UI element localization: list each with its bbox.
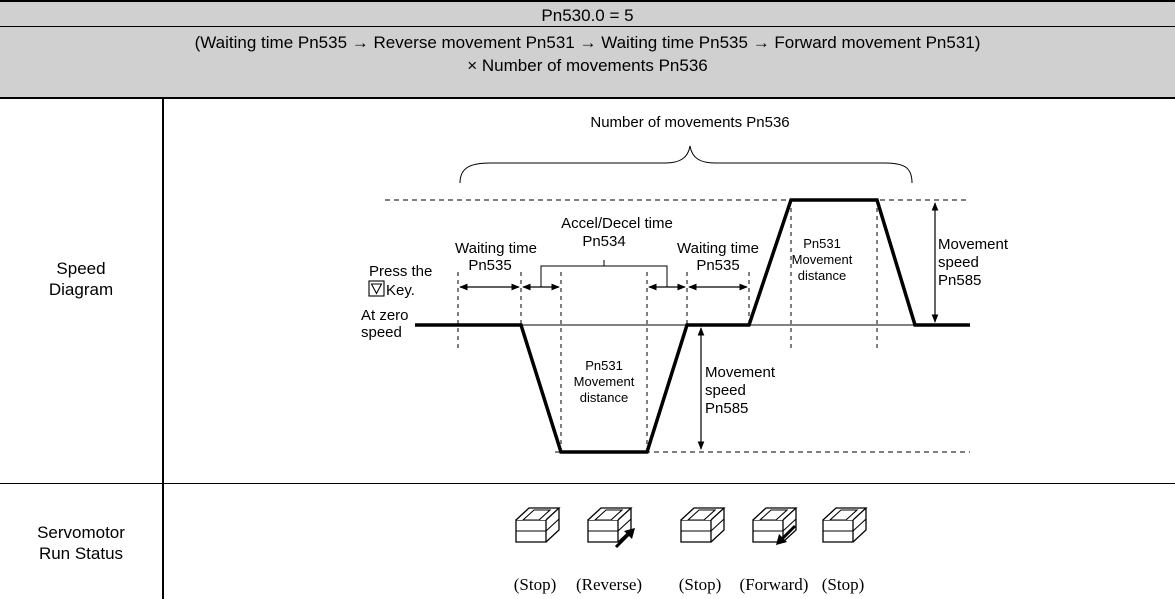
- number-of-movements-label: Number of movements Pn536: [590, 114, 789, 131]
- forward-arrow-icon: [776, 524, 797, 545]
- reverse-arrow-icon: [614, 528, 635, 549]
- speed-mid-label-line1: Movement: [705, 364, 776, 381]
- movements-brace: [459, 145, 913, 184]
- speed-mid-label-line3: Pn585: [705, 400, 748, 417]
- move-rev-label-line3: distance: [580, 390, 628, 405]
- down-triangle-key-icon: [368, 280, 385, 297]
- speed-mid-label-line2: speed: [705, 382, 746, 399]
- motor-icon: [752, 507, 797, 543]
- accel-bracket: [540, 265, 668, 287]
- run-status-label-0: (Stop): [514, 575, 557, 594]
- motor-icon: [680, 507, 725, 543]
- column-divider: [162, 99, 164, 599]
- run-status-label-4: (Stop): [822, 575, 865, 594]
- press-label-line1: Press the: [369, 263, 432, 280]
- move-rev-label-line1: Pn531: [585, 358, 623, 373]
- speed-right-label-line2: speed: [938, 254, 979, 271]
- speed-diagram-label: Speed Diagram: [0, 258, 162, 300]
- wait-left-label-line1: Waiting time: [455, 240, 537, 257]
- run-status-label-2: (Stop): [679, 575, 722, 594]
- run-status-label-1: (Reverse): [576, 575, 642, 594]
- wait-right-label-line1: Waiting time: [677, 240, 759, 257]
- run-status-label-3: (Forward): [740, 575, 809, 594]
- accel-label-line2: Pn534: [582, 233, 625, 250]
- move-fwd-label-line3: distance: [798, 268, 846, 283]
- speed-profile-line: [415, 198, 970, 454]
- move-fwd-label-line2: Movement: [792, 252, 853, 267]
- zero-speed-label-line1: At zero: [361, 307, 409, 324]
- wait-right-label-line2: Pn535: [696, 257, 739, 274]
- speed-diagram-label-line1: Speed: [56, 259, 106, 278]
- motor-icon: [822, 507, 867, 543]
- speed-right-label-line1: Movement: [938, 236, 1009, 253]
- wait-left-label-line2: Pn535: [468, 257, 511, 274]
- move-rev-label-line2: Movement: [574, 374, 635, 389]
- motor-icon: [515, 507, 560, 543]
- table-header-title: Pn530.0 = 5: [0, 0, 1175, 27]
- sequence-line-2: × Number of movements Pn536: [467, 56, 708, 75]
- table-header-sequence: (Waiting time Pn535 → Reverse movement P…: [0, 27, 1175, 99]
- run-status-label: Servomotor Run Status: [0, 522, 162, 564]
- speed-diagram-label-line2: Diagram: [48, 280, 114, 299]
- sequence-line-1: (Waiting time Pn535 → Reverse movement P…: [194, 33, 981, 52]
- zero-speed-label-line2: speed: [361, 324, 402, 341]
- row-divider: [0, 483, 1175, 484]
- move-fwd-label-line1: Pn531: [803, 236, 841, 251]
- speed-right-label-line3: Pn585: [938, 272, 981, 289]
- press-label-line2: Key.: [386, 282, 415, 299]
- run-status-label-line2: Run Status: [38, 544, 124, 563]
- run-status-label-line1: Servomotor: [37, 523, 125, 542]
- accel-label-line1: Accel/Decel time: [561, 215, 673, 232]
